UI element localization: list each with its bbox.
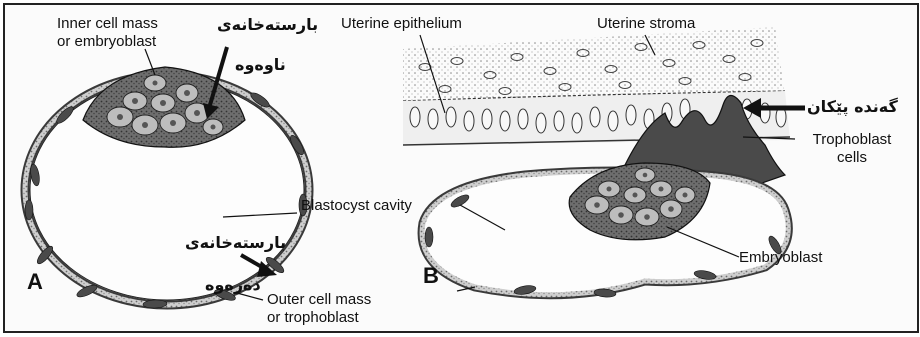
kurdish-outer-cell-mass-1: بارستەخانەی <box>185 233 286 252</box>
label-uterine-epithelium: Uterine epithelium <box>341 15 462 32</box>
label-trophoblast-cells-1: Trophoblast <box>797 131 907 148</box>
panel-label-a: A <box>27 269 43 295</box>
kurdish-trophoblast: گەندە پێکان <box>807 97 898 116</box>
label-embryoblast-alt: or embryoblast <box>57 33 156 50</box>
label-blastocyst-cavity: Blastocyst cavity <box>301 197 412 214</box>
blastocyst-b <box>422 163 788 298</box>
label-inner-cell-mass: Inner cell mass <box>57 15 158 32</box>
label-embryoblast: Embryoblast <box>739 249 822 266</box>
label-outer-cell-mass: Outer cell mass <box>267 291 371 308</box>
kurdish-inner-cell-mass-1: بارستەخانەی <box>217 15 318 34</box>
diagram-artwork <box>5 5 917 331</box>
label-uterine-stroma: Uterine stroma <box>597 15 695 32</box>
leader-outer-cell-mass <box>237 293 263 300</box>
panel-label-b: B <box>423 263 439 289</box>
kurdish-inner-cell-mass-2: ناوەوە <box>235 55 286 74</box>
label-trophoblast-cells-2: cells <box>797 149 907 166</box>
kurdish-outer-cell-mass-2: دەرەوە <box>205 275 261 294</box>
figure-frame: Inner cell mass or embryoblast بارستەخان… <box>3 3 919 333</box>
label-trophoblast-alt: or trophoblast <box>267 309 359 326</box>
